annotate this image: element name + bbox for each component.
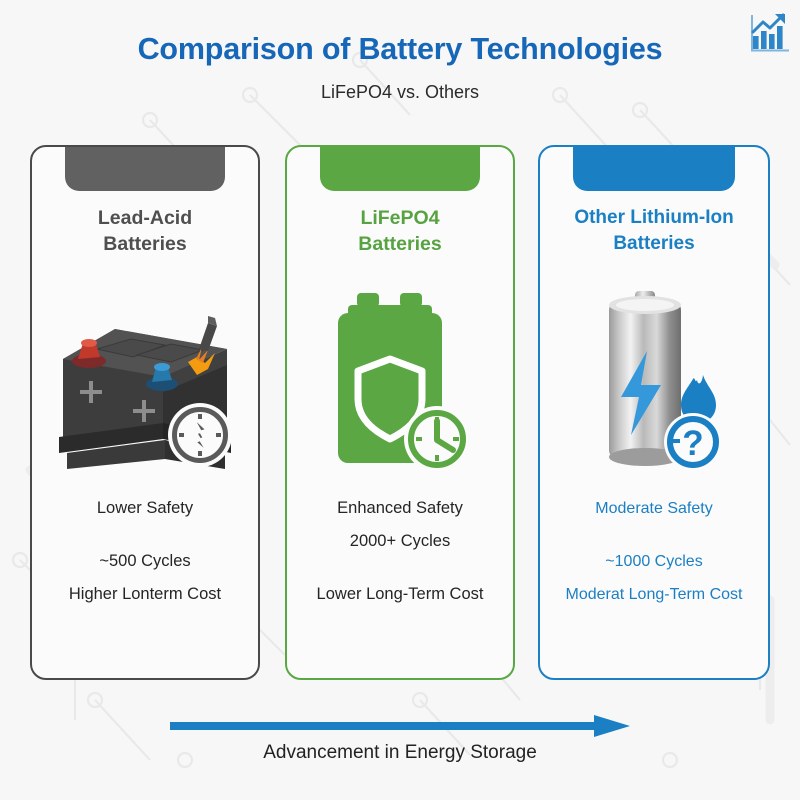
card-title-lifepo4: LiFePO4 Batteries (293, 205, 507, 257)
advancement-arrow-icon (170, 715, 630, 737)
card-header-bar-other-lithium-ion (573, 147, 735, 191)
card-lead-acid[interactable]: Lead-Acid Batteries (30, 145, 260, 680)
page-title: Comparison of Battery Technologies (137, 32, 663, 66)
card-title-line1: Lead-Acid (97, 207, 193, 229)
metallic-cylindrical-battery-flame-question-icon: ? (540, 287, 768, 487)
card-title-line2: Batteries (613, 233, 695, 254)
card-title-lead-acid: Lead-Acid Batteries (38, 205, 252, 257)
card-facts-lifepo4: Enhanced Safety 2000+ Cycles Lower Long-… (291, 492, 509, 611)
fact-cost: Higher Lonterm Cost (68, 585, 222, 603)
card-title-other-lithium-ion: Other Lithium-Ion Batteries (546, 205, 762, 257)
card-header-bar-lead-acid (65, 147, 225, 191)
card-lifepo4[interactable]: LiFePO4 Batteries Enhanced (285, 145, 515, 680)
card-title-line1: Other Lithium-Ion (574, 207, 734, 228)
fact-cycles: 2000+ Cycles (349, 532, 451, 550)
header: Comparison of Battery Technologies LiFeP… (0, 0, 800, 130)
card-title-line2: Batteries (358, 233, 442, 255)
fact-cost: Lower Long-Term Cost (316, 585, 484, 603)
fact-spacer (291, 558, 509, 578)
card-facts-lead-acid: Lower Safety ~500 Cycles Higher Lonterm … (36, 492, 254, 611)
card-facts-other-lithium-ion: Moderate Safety ~1000 Cycles Moderat Lon… (544, 492, 764, 611)
card-title-line2: Batteries (103, 233, 187, 255)
fact-cycles: ~1000 Cycles (605, 553, 703, 570)
advancement-caption: Advancement in Energy Storage (263, 742, 537, 763)
fact-spacer (36, 525, 254, 545)
fact-safety: Moderate Safety (595, 500, 713, 517)
fact-cost: Moderat Long-Term Cost (565, 586, 743, 603)
green-battery-shield-clock-icon (287, 287, 513, 487)
card-other-lithium-ion[interactable]: Other Lithium-Ion Batteries (538, 145, 770, 680)
fact-safety: Enhanced Safety (337, 499, 463, 517)
fact-cycles: ~500 Cycles (99, 552, 191, 570)
svg-text:?: ? (682, 424, 703, 463)
fact-spacer (544, 525, 764, 545)
lead-acid-battery-illustration (32, 287, 258, 487)
bar-chart-growth-icon (751, 13, 789, 52)
fact-safety: Lower Safety (96, 499, 194, 517)
page-subtitle: LiFePO4 vs. Others (320, 82, 480, 102)
card-header-bar-lifepo4 (320, 147, 480, 191)
card-title-line1: LiFePO4 (360, 207, 440, 229)
